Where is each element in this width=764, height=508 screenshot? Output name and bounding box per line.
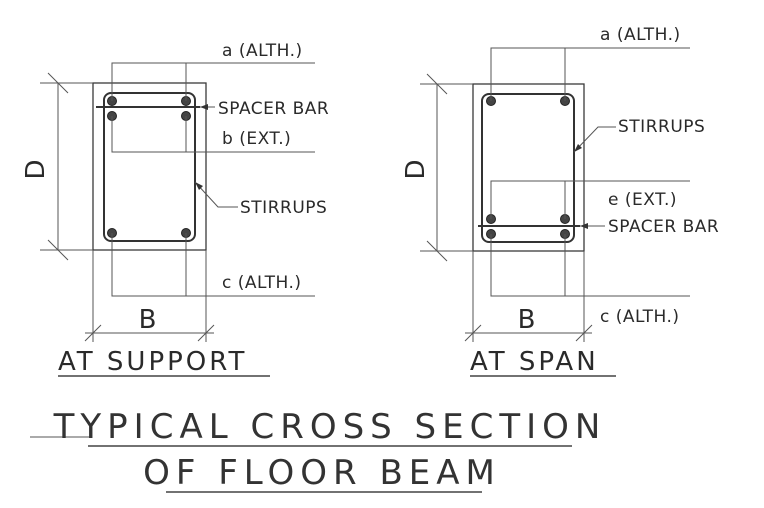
span-label-a: a (ALTH.) — [600, 25, 681, 45]
drawing-title: TYPICAL CROSS SECTION OF FLOOR BEAM — [30, 407, 607, 493]
support-width-label: B — [139, 305, 160, 335]
support-stirrups-arrow — [195, 182, 203, 190]
support-label-c: c (ALTH.) — [222, 273, 302, 293]
span-width-tick-left — [464, 324, 482, 342]
span-bar-a-line — [490, 47, 690, 101]
span-depth-tick-top — [426, 73, 448, 95]
support-section: D B a (ALTH.) SPACER BAR b (EXT.) STIRRU… — [21, 41, 329, 377]
support-label-spacer: SPACER BAR — [218, 99, 329, 119]
support-bar-a-line — [111, 62, 315, 101]
support-bar-b-line — [111, 116, 315, 153]
span-section: D B a (ALTH.) STIRRUPS e (EXT.) SPACER B… — [401, 25, 719, 377]
support-label-a: a (ALTH.) — [222, 41, 303, 61]
span-label-spacer: SPACER BAR — [608, 217, 719, 237]
support-stirrup — [103, 92, 196, 242]
span-width-label: B — [518, 305, 539, 335]
span-label-c: c (ALTH.) — [600, 307, 680, 327]
support-stirrups-leader — [194, 181, 238, 208]
title-line-2: OF FLOOR BEAM — [143, 453, 501, 493]
span-width-tick-right — [575, 324, 593, 342]
span-stirrup — [481, 93, 575, 243]
support-bar-c-line — [111, 233, 315, 297]
support-depth-tick-bottom — [47, 239, 69, 261]
span-bar-c-line — [490, 234, 690, 297]
span-caption: AT SPAN — [470, 347, 599, 377]
title-line-1: TYPICAL CROSS SECTION — [53, 407, 607, 447]
span-bar-e-line — [490, 180, 690, 219]
support-spacer-arrow — [200, 104, 208, 110]
support-width-tick-right — [197, 324, 215, 342]
support-label-b: b (EXT.) — [222, 129, 291, 149]
support-label-stirrups: STIRRUPS — [240, 198, 327, 218]
span-label-e: e (EXT.) — [608, 190, 677, 210]
support-concrete-outline — [92, 82, 207, 251]
support-depth-label: D — [21, 156, 51, 179]
span-depth-tick-bottom — [426, 240, 448, 262]
span-label-stirrups: STIRRUPS — [618, 117, 705, 137]
span-depth-label: D — [401, 156, 431, 179]
span-stirrups-leader — [573, 126, 616, 153]
span-stirrups-arrow — [574, 144, 582, 152]
support-caption: AT SUPPORT — [58, 347, 247, 377]
support-depth-tick-top — [47, 72, 69, 94]
support-width-tick-left — [84, 324, 102, 342]
span-concrete-outline — [472, 83, 585, 252]
span-spacer-arrow — [580, 223, 588, 229]
